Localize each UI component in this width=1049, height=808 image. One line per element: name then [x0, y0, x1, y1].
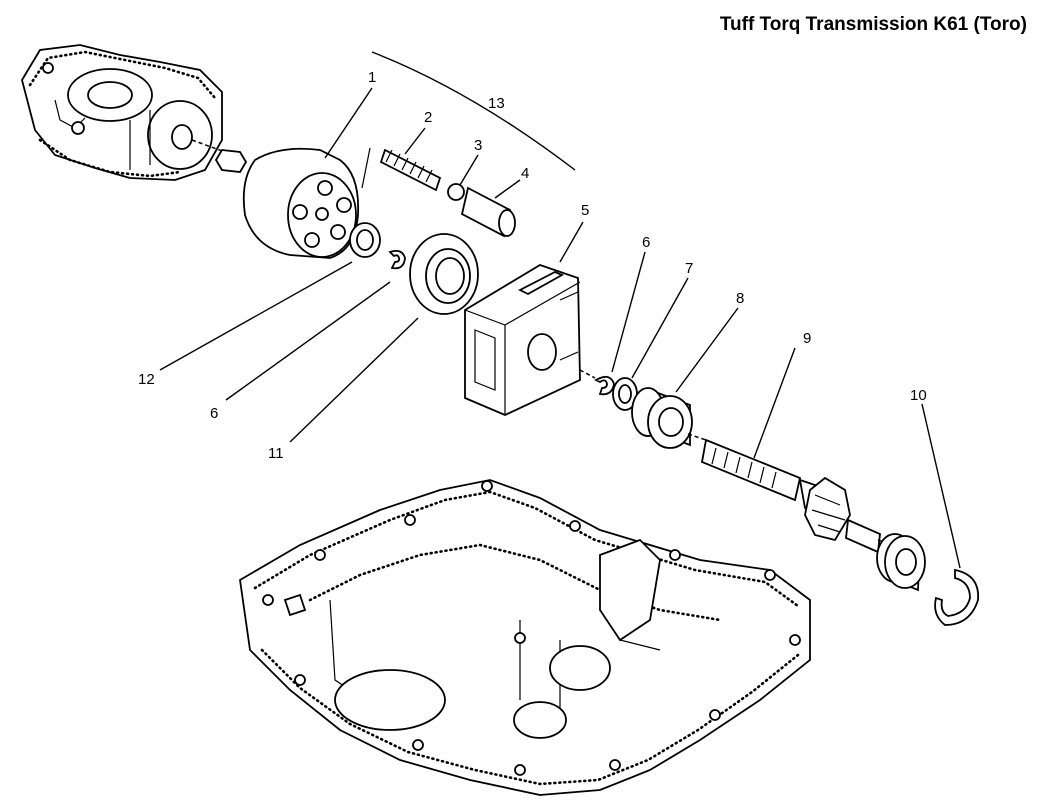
shaft-part-9 [687, 433, 893, 554]
callout-9: 9 [803, 330, 811, 347]
callout-4: 4 [521, 165, 529, 182]
leader-lines [159, 87, 961, 569]
callout-7: 7 [685, 260, 693, 277]
callout-12: 12 [138, 371, 155, 388]
spring-part-2 [361, 147, 442, 192]
callout-3: 3 [474, 137, 482, 154]
callout-8: 8 [736, 290, 744, 307]
callout-10: 10 [910, 387, 927, 404]
callout-11: 11 [268, 445, 284, 462]
callout-13-bracket [371, 51, 576, 171]
callout-labels: 1 2 3 4 5 6 7 8 9 10 12 6 11 13 [138, 69, 927, 462]
callout-5: 5 [581, 202, 589, 219]
housing-block-part-5 [464, 264, 581, 416]
callout-2: 2 [424, 109, 432, 126]
end-bearing [876, 533, 926, 592]
callout-6-upper-right: 6 [642, 234, 650, 251]
ball-part-3 [447, 183, 465, 201]
callout-13: 13 [488, 95, 505, 112]
diagram-title: Tuff Torq Transmission K61 (Toro) [719, 14, 1027, 35]
callout-1: 1 [368, 69, 376, 86]
retaining-ring-part-10 [934, 568, 979, 626]
transmission-case-lower [239, 479, 811, 796]
piston-part-4 [460, 186, 516, 238]
center-section-housing [21, 44, 248, 181]
circlip-part-6-lower [594, 375, 615, 396]
spring-part-12 [349, 222, 381, 258]
callout-6-lower-left: 6 [210, 405, 218, 422]
circlip-part-6-upper [388, 249, 406, 270]
cylinder-block-part-1 [242, 147, 360, 259]
bearing-part-8 [631, 387, 693, 449]
thrust-washer-part-11 [409, 233, 479, 315]
